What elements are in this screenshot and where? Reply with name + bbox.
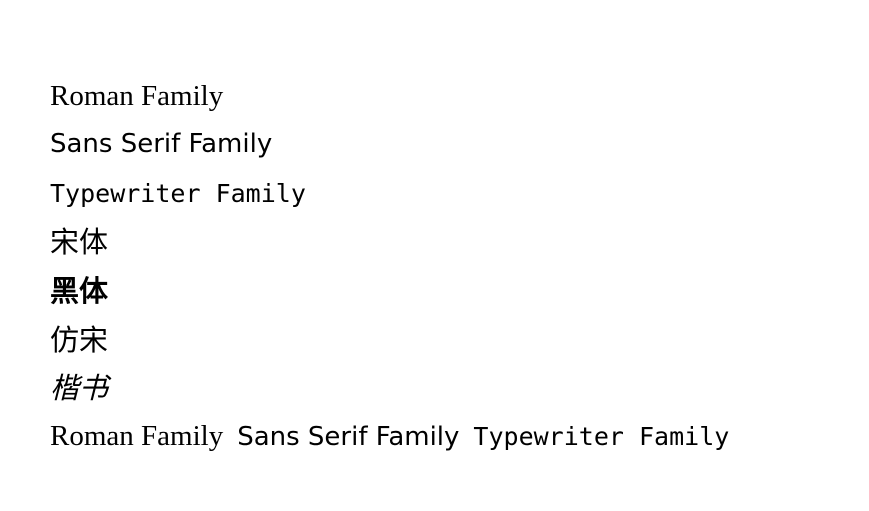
heiti-line: 黑体 [50, 274, 109, 308]
songti-line: 宋体 [50, 225, 109, 259]
sans-serif-family-line: Sans Serif Family [50, 129, 273, 159]
mixed-roman-text: Roman Family [50, 420, 224, 452]
roman-family-line: Roman Family [50, 80, 224, 112]
fangsong-line: 仿宋 [50, 323, 109, 357]
typewriter-family-line: Typewriter Family [50, 179, 306, 208]
kaishu-line: 楷书 [50, 371, 109, 405]
mixed-sans-text: Sans Serif Family [237, 422, 460, 452]
mixed-typewriter-text: Typewriter Family [473, 422, 730, 451]
mixed-family-line: Roman Family Sans Serif Family Typewrite… [50, 422, 729, 451]
